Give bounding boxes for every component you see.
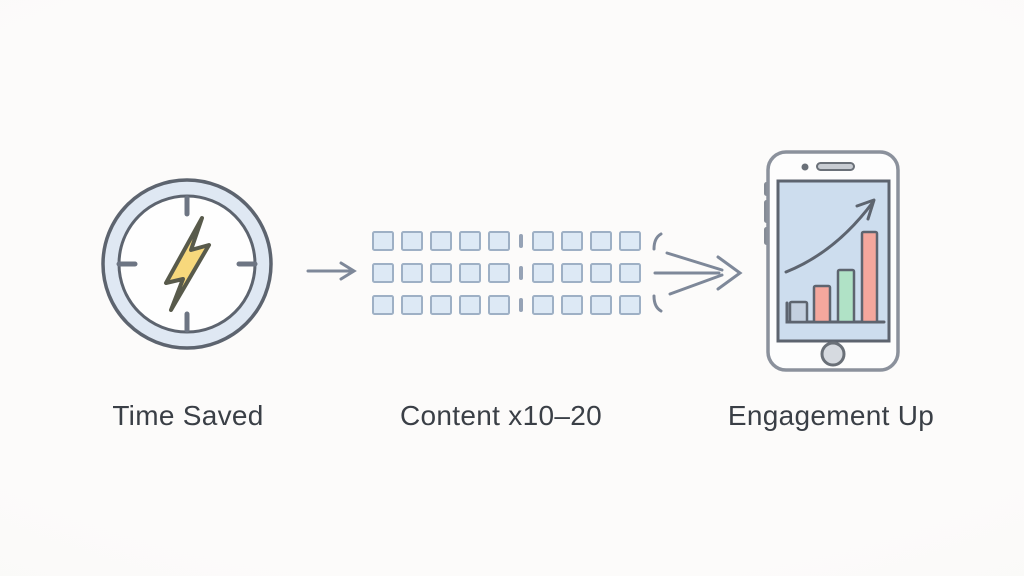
grid-dash xyxy=(519,298,523,312)
content-square xyxy=(459,263,481,283)
content-square xyxy=(532,295,554,315)
content-square xyxy=(430,231,452,251)
content-square xyxy=(401,295,423,315)
content-square xyxy=(372,263,394,283)
content-square xyxy=(561,231,583,251)
content-square xyxy=(459,231,481,251)
content-square xyxy=(401,231,423,251)
content-square xyxy=(372,295,394,315)
content-grid xyxy=(372,231,641,315)
content-square xyxy=(590,295,612,315)
content-square xyxy=(619,231,641,251)
bottom-dash xyxy=(652,294,663,313)
content-square xyxy=(619,263,641,283)
content-square xyxy=(430,263,452,283)
chart-bar xyxy=(860,230,879,324)
phone-growth-chart-icon xyxy=(764,150,900,372)
top-dash xyxy=(652,232,663,251)
content-square xyxy=(459,295,481,315)
content-grid-row xyxy=(372,263,641,283)
label-engagement-up: Engagement Up xyxy=(727,400,935,431)
converge-arrow-icon xyxy=(652,232,743,313)
clock-ticks xyxy=(116,195,258,333)
camera-dot-icon xyxy=(801,163,809,171)
content-square xyxy=(590,231,612,251)
content-square xyxy=(488,295,510,315)
home-button-icon xyxy=(820,341,846,367)
content-square xyxy=(532,263,554,283)
grid-dash xyxy=(519,234,523,248)
speaker-icon xyxy=(816,162,855,171)
growth-arrow-icon xyxy=(784,198,876,274)
label-content-multiplier: Content x10–20 xyxy=(400,400,602,431)
content-square xyxy=(561,295,583,315)
content-square xyxy=(488,231,510,251)
content-square xyxy=(488,263,510,283)
right-arrow-icon xyxy=(306,261,357,281)
content-square xyxy=(430,295,452,315)
content-square xyxy=(401,263,423,283)
content-grid-row xyxy=(372,295,641,315)
stopwatch-lightning-icon xyxy=(101,178,273,350)
content-square xyxy=(561,263,583,283)
grid-dash xyxy=(519,266,523,280)
label-time-saved: Time Saved xyxy=(112,400,264,431)
content-square xyxy=(590,263,612,283)
chart-bar xyxy=(836,268,856,324)
phone-chart-bars xyxy=(788,230,879,324)
content-square xyxy=(372,231,394,251)
content-grid-row xyxy=(372,231,641,251)
lightning-bolt-icon xyxy=(164,216,211,312)
content-square xyxy=(619,295,641,315)
content-square xyxy=(532,231,554,251)
chart-bar xyxy=(788,300,809,324)
chart-bar xyxy=(812,284,832,324)
